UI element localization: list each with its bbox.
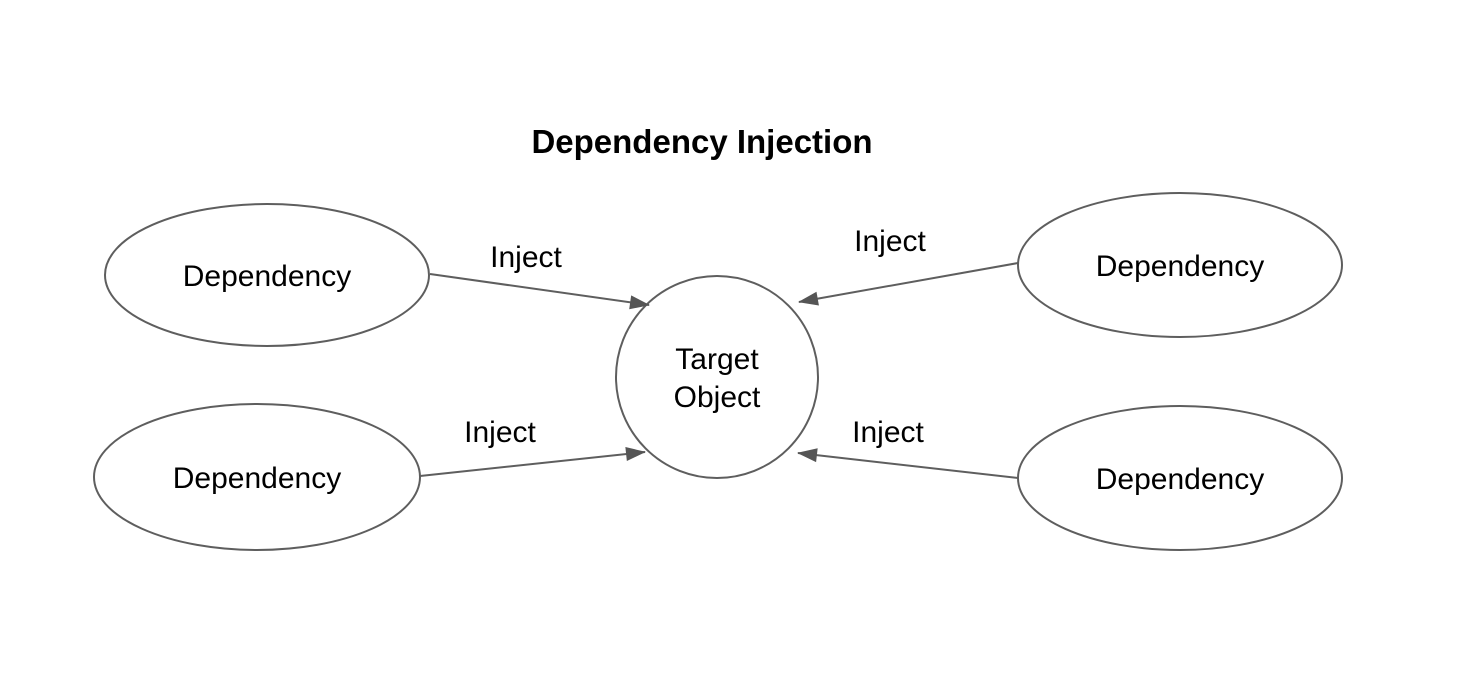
inject-arrow-top-left: [429, 273, 650, 310]
dependency-ellipse-top-left: [104, 203, 430, 347]
inject-arrow-bottom-right: [797, 448, 1019, 479]
dependency-label-bottom-right: Dependency: [1096, 463, 1264, 496]
diagram-title: Dependency Injection: [531, 123, 872, 160]
dependency-label-top-right: Dependency: [1096, 250, 1264, 283]
inject-label-bottom-right: Inject: [852, 416, 924, 449]
dependency-label-bottom-left: Dependency: [173, 462, 341, 495]
dependency-ellipse-top-right: [1017, 192, 1343, 338]
dependency-node-bottom-left: Dependency: [93, 403, 421, 551]
target-label-line1: Target: [675, 343, 759, 376]
inject-arrow-top-right: [798, 262, 1019, 306]
dependency-node-top-left: Dependency: [104, 203, 430, 347]
inject-label-top-right: Inject: [854, 225, 926, 258]
inject-arrow-bottom-left: [419, 447, 646, 477]
dependency-node-bottom-right: Dependency: [1017, 405, 1343, 551]
inject-label-bottom-left: Inject: [464, 416, 536, 449]
target-label-line2: Object: [674, 381, 761, 414]
target-node: Target Object: [615, 275, 819, 479]
inject-label-top-left: Inject: [490, 241, 562, 274]
dependency-node-top-right: Dependency: [1017, 192, 1343, 338]
dependency-ellipse-bottom-left: [93, 403, 421, 551]
dependency-label-top-left: Dependency: [183, 260, 351, 293]
target-circle: [615, 275, 819, 479]
